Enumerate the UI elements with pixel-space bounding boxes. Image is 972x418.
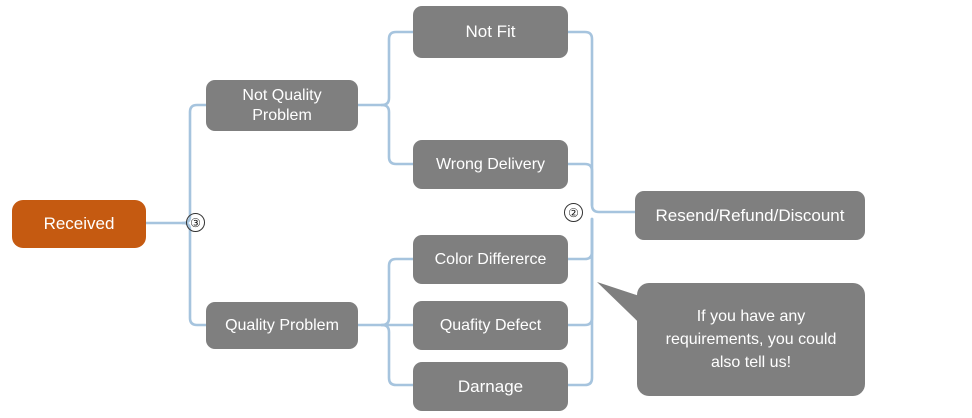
node-quality-defect-label: Quafity Defect (439, 316, 542, 334)
node-wrong-delivery-label: Wrong Delivery (435, 155, 546, 173)
marker-branch-right-label: ② (568, 205, 579, 220)
marker-branch-right: ② (564, 203, 583, 222)
node-resolution[interactable]: Resend/Refund/Discount (635, 191, 865, 240)
connector-received-to-not-quality (181, 103, 208, 225)
connector-quality-to-color-difference (380, 257, 415, 327)
marker-branch-left: ③ (186, 213, 205, 232)
connector-quality-to-damage (380, 323, 415, 387)
connector-wrong-delivery-to-resolution (566, 162, 594, 207)
connector-not-quality-to-wrong-delivery (380, 103, 415, 166)
connector-not-quality-to-not-fit (380, 30, 415, 107)
node-not-quality-problem-label: Not Quality Problem (242, 86, 322, 124)
node-quality-defect[interactable]: Quafity Defect (413, 301, 568, 350)
connector-damage-to-resolution (566, 217, 594, 387)
connector-quality-defect-to-resolution (566, 217, 594, 327)
connector-received-to-quality (181, 221, 208, 327)
node-received-label: Received (43, 214, 115, 234)
node-quality-problem-label: Quality Problem (225, 316, 339, 334)
callout-bubble[interactable]: If you have any requirements, you could … (637, 283, 865, 396)
node-color-difference-label: Color Differerce (434, 250, 547, 268)
node-not-quality-problem[interactable]: Not Quality Problem (206, 80, 358, 131)
node-damage-label: Darnage (457, 376, 524, 396)
callout-text: If you have any requirements, you could … (665, 307, 837, 372)
node-not-fit-label: Not Fit (465, 22, 516, 42)
node-color-difference[interactable]: Color Differerce (413, 235, 568, 284)
node-resolution-label: Resend/Refund/Discount (655, 205, 845, 225)
node-wrong-delivery[interactable]: Wrong Delivery (413, 140, 568, 189)
connector-color-difference-to-resolution (566, 217, 594, 261)
marker-branch-left-label: ③ (190, 215, 201, 230)
connector-not-fit-to-resolution (566, 30, 637, 214)
node-not-fit[interactable]: Not Fit (413, 6, 568, 58)
node-damage[interactable]: Darnage (413, 362, 568, 411)
node-received[interactable]: Received (12, 200, 146, 248)
node-quality-problem[interactable]: Quality Problem (206, 302, 358, 349)
